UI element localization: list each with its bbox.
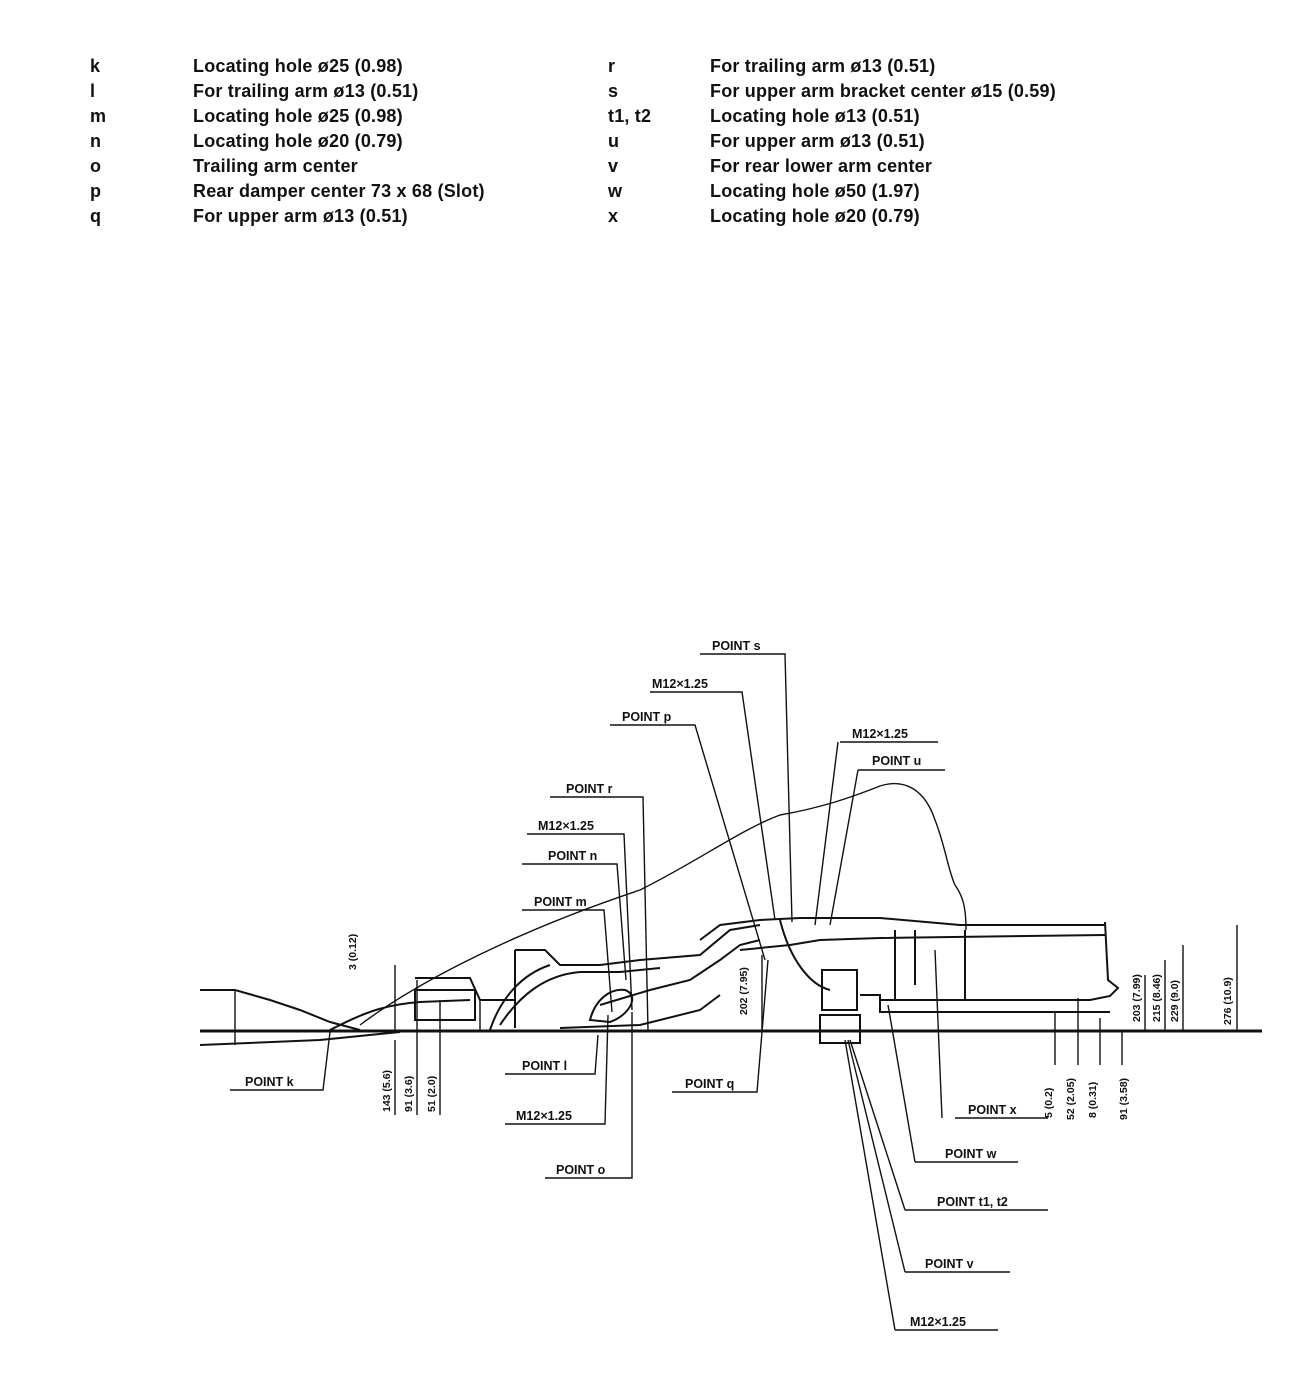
legend-desc-x: Locating hole ø20 (0.79): [710, 206, 920, 226]
label-point-p: POINT p: [622, 710, 672, 724]
label-point-l: POINT l: [522, 1059, 567, 1073]
legend-desc-s: For upper arm bracket center ø15 (0.59): [710, 81, 1056, 101]
legend-key-o: o: [90, 156, 102, 176]
dimension-lines: [394, 925, 1238, 1115]
legend-desc-r: For trailing arm ø13 (0.51): [710, 56, 936, 76]
legend-key-l: l: [90, 81, 96, 101]
dim-8: 8 (0.31): [1087, 1082, 1099, 1118]
legend-key-m: m: [90, 106, 107, 126]
legend-desc-l: For trailing arm ø13 (0.51): [193, 81, 419, 101]
leader-lines: [230, 653, 1048, 1331]
label-m12-e: M12×1.25: [910, 1315, 966, 1329]
dim-276: 276 (10.9): [1222, 977, 1234, 1025]
legend-desc-k: Locating hole ø25 (0.98): [193, 56, 403, 76]
legend-key-n: n: [90, 131, 102, 151]
legend-desc-o: Trailing arm center: [193, 156, 358, 176]
label-point-u: POINT u: [872, 754, 921, 768]
dim-5: 5 (0.2): [1043, 1088, 1055, 1118]
label-m12-a: M12×1.25: [652, 677, 708, 691]
label-point-k: POINT k: [245, 1075, 294, 1089]
label-point-w: POINT w: [945, 1147, 997, 1161]
label-point-t1-t2: POINT t1, t2: [937, 1195, 1008, 1209]
dim-229: 229 (9.0): [1169, 980, 1181, 1022]
dim-3: 3 (0.12): [347, 934, 359, 970]
legend-desc-n: Locating hole ø20 (0.79): [193, 131, 403, 151]
dim-91b: 91 (3.58): [1118, 1078, 1130, 1120]
label-point-v: POINT v: [925, 1257, 974, 1271]
legend-key-p: p: [90, 181, 102, 201]
dim-51: 51 (2.0): [426, 1076, 438, 1112]
label-point-x: POINT x: [968, 1103, 1017, 1117]
legend-desc-q: For upper arm ø13 (0.51): [193, 206, 408, 226]
legend-key-k: k: [90, 56, 101, 76]
label-point-n: POINT n: [548, 849, 597, 863]
legend-desc-w: Locating hole ø50 (1.97): [710, 181, 920, 201]
legend-key-x: x: [608, 206, 619, 226]
label-point-r: POINT r: [566, 782, 613, 796]
dim-91a: 91 (3.6): [403, 1076, 415, 1112]
label-m12-c: M12×1.25: [538, 819, 594, 833]
label-point-q: POINT q: [685, 1077, 734, 1091]
legend-key-r: r: [608, 56, 616, 76]
legend-desc-t: Locating hole ø13 (0.51): [710, 106, 920, 126]
legend: k Locating hole ø25 (0.98) l For trailin…: [0, 0, 1312, 240]
label-point-s: POINT s: [712, 639, 761, 653]
legend-key-t: t1, t2: [608, 106, 652, 126]
legend-key-u: u: [608, 131, 620, 151]
dim-215: 215 (8.46): [1151, 974, 1163, 1022]
legend-key-w: w: [608, 181, 623, 201]
dim-143: 143 (5.6): [381, 1070, 393, 1112]
label-m12-b: M12×1.25: [852, 727, 908, 741]
label-point-o: POINT o: [556, 1163, 606, 1177]
body-outline: [199, 782, 1120, 1046]
dim-203: 203 (7.99): [1131, 974, 1143, 1022]
label-m12-d: M12×1.25: [516, 1109, 572, 1123]
legend-desc-p: Rear damper center 73 x 68 (Slot): [193, 181, 485, 201]
legend-key-v: v: [608, 156, 619, 176]
legend-desc-u: For upper arm ø13 (0.51): [710, 131, 925, 151]
legend-key-s: s: [608, 81, 619, 101]
dim-202: 202 (7.95): [738, 967, 750, 1015]
dim-52: 52 (2.05): [1065, 1078, 1077, 1120]
legend-key-q: q: [90, 206, 102, 226]
legend-desc-m: Locating hole ø25 (0.98): [193, 106, 403, 126]
label-point-m: POINT m: [534, 895, 587, 909]
legend-desc-v: For rear lower arm center: [710, 156, 933, 176]
